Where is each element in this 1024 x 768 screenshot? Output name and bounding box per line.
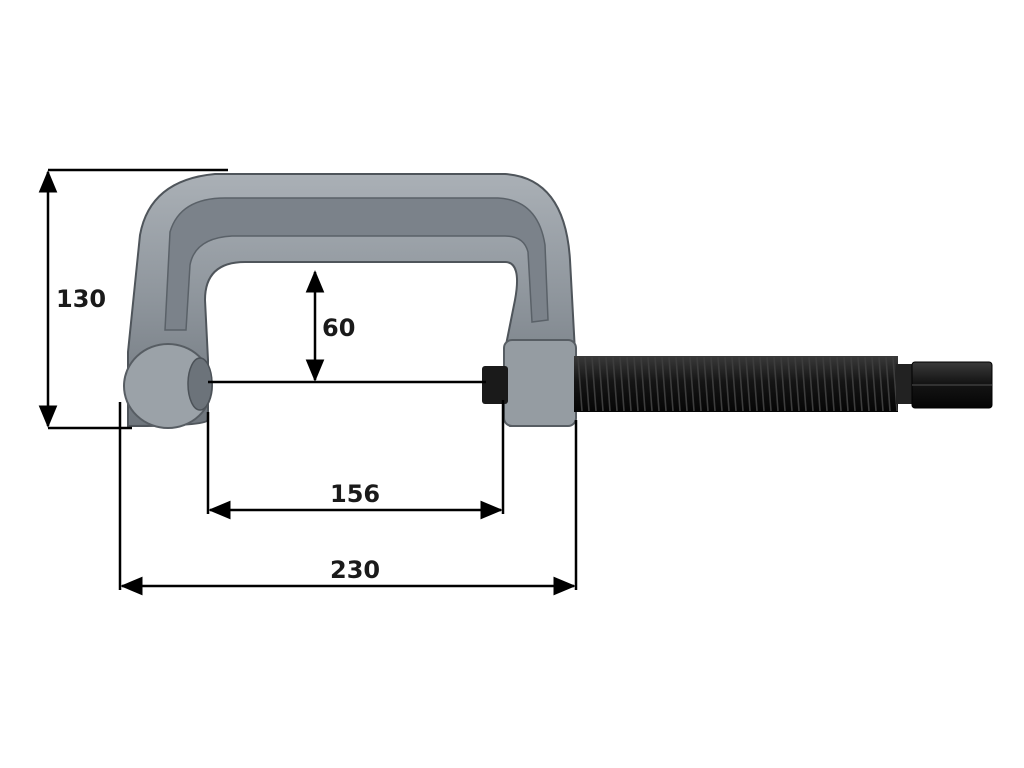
thread-ridge xyxy=(619,356,625,412)
thread-ridge xyxy=(773,356,779,412)
thread-ridge xyxy=(612,356,618,412)
thread-ridge xyxy=(710,356,716,412)
thread-ridge xyxy=(766,356,772,412)
thread-ridge xyxy=(836,356,842,412)
thread-ridge xyxy=(661,356,667,412)
thread-ridge xyxy=(724,356,730,412)
c-frame xyxy=(123,173,577,429)
thread-ridge xyxy=(850,356,856,412)
thread-ridge xyxy=(675,356,681,412)
thread-ridge xyxy=(647,356,653,412)
thread-ridge xyxy=(654,356,660,412)
screw-tip xyxy=(482,366,508,404)
thread-ridge xyxy=(738,356,744,412)
thread-ridge xyxy=(605,356,611,412)
screw-collar xyxy=(896,364,914,404)
thread-ridge xyxy=(577,356,583,412)
thread-ridge xyxy=(864,356,870,412)
thread-ridge xyxy=(885,356,891,412)
right-boss xyxy=(503,339,577,427)
thread-ridge xyxy=(871,356,877,412)
label-throat-depth: 60 xyxy=(322,314,355,342)
thread-ridge xyxy=(598,356,604,412)
thread-ridge xyxy=(689,356,695,412)
thread-ridge xyxy=(640,356,646,412)
thread-ridge xyxy=(626,356,632,412)
thread-ridge xyxy=(808,356,814,412)
thread-ridge xyxy=(682,356,688,412)
thread-ridge xyxy=(668,356,674,412)
thread-ridge xyxy=(731,356,737,412)
frame-channel xyxy=(164,197,549,331)
thread-ridge xyxy=(696,356,702,412)
label-inner-opening: 156 xyxy=(330,480,380,508)
thread-ridge xyxy=(787,356,793,412)
threaded-screw xyxy=(482,356,993,412)
thread-ridge xyxy=(780,356,786,412)
thread-ridge xyxy=(745,356,751,412)
thread-ridge xyxy=(794,356,800,412)
thread-ridge xyxy=(759,356,765,412)
thread-ridge xyxy=(815,356,821,412)
thread-ridge xyxy=(878,356,884,412)
thread-ridge xyxy=(822,356,828,412)
thread-ridge xyxy=(801,356,807,412)
thread-ridge xyxy=(829,356,835,412)
thread-ridge xyxy=(752,356,758,412)
left-bore xyxy=(187,357,213,411)
thread-ridge xyxy=(591,356,597,412)
label-overall-width: 230 xyxy=(330,556,380,584)
label-overall-height: 130 xyxy=(56,285,106,313)
screw-threads xyxy=(577,356,898,412)
thread-ridge xyxy=(717,356,723,412)
thread-ridge xyxy=(703,356,709,412)
thread-ridge xyxy=(843,356,849,412)
thread-ridge xyxy=(633,356,639,412)
thread-ridge xyxy=(857,356,863,412)
thread-ridge xyxy=(584,356,590,412)
dimension-lines xyxy=(38,168,578,596)
